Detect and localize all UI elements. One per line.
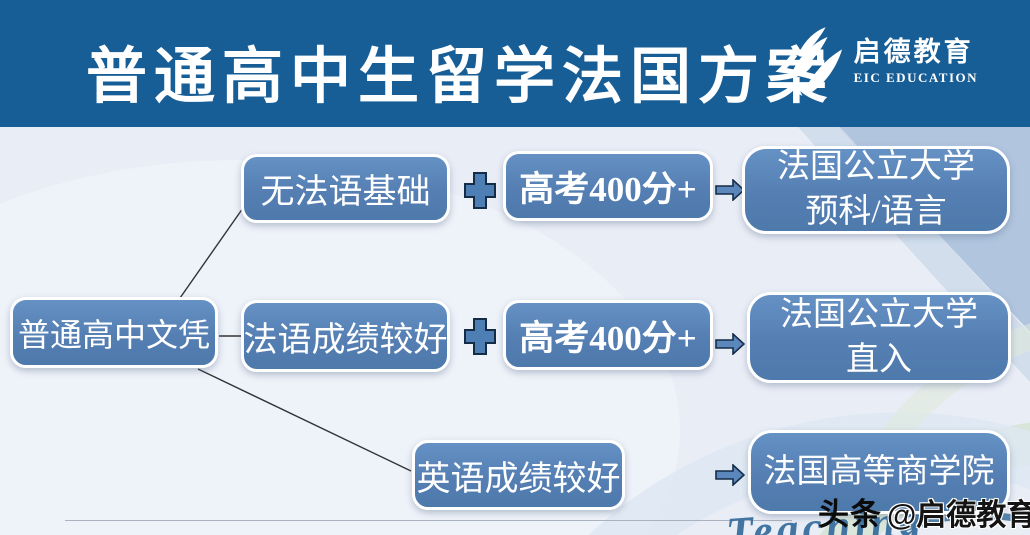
plus-icon xyxy=(464,318,496,355)
watermark-platform: 头条 xyxy=(818,497,882,532)
bottom-divider xyxy=(65,520,792,521)
node-high-school-diploma: 普通高中文凭 xyxy=(10,297,218,368)
eic-logo-en: EIC EDUCATION xyxy=(853,70,978,86)
slide-title: 普通高中生留学法国方案 xyxy=(85,44,834,111)
eic-logo-text: 启德教育 EIC EDUCATION xyxy=(853,36,978,87)
arrow-right-icon xyxy=(715,179,745,201)
watermark: 头条 @启德教育 xyxy=(818,489,1030,534)
node-good-english: 英语成绩较好 xyxy=(412,440,625,510)
node-good-french: 法语成绩较好 xyxy=(241,300,450,372)
watermark-account: @启德教育 xyxy=(887,499,1030,532)
arrow-right-icon xyxy=(715,333,745,355)
eic-logo: 启德教育 EIC EDUCATION xyxy=(786,26,978,98)
plus-icon xyxy=(464,172,496,209)
arrow-right-icon xyxy=(715,464,745,486)
node-business-school: 法国高等商学院 xyxy=(748,430,1010,514)
header-banner: 普通高中生留学法国方案 启德教育 EIC EDUCATION xyxy=(0,0,1030,127)
node-gaokao-400-row2: 高考400分+ xyxy=(503,300,713,370)
node-public-univ-direct: 法国公立大学 直入 xyxy=(747,292,1011,383)
node-gaokao-400-row1: 高考400分+ xyxy=(503,151,713,221)
eic-logo-icon xyxy=(791,27,842,96)
node-no-french-basis: 无法语基础 xyxy=(241,154,450,223)
eic-logo-cn: 启德教育 xyxy=(853,36,974,67)
node-public-univ-prep: 法国公立大学 预科/语言 xyxy=(742,146,1010,234)
